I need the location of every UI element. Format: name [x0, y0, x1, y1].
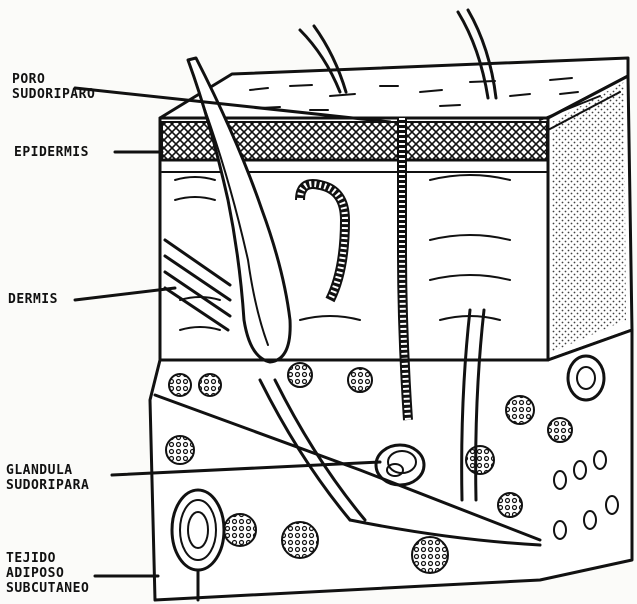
label-poro-line2: SUDORIPARO — [12, 87, 95, 102]
label-tejido-line2: ADIPOSO — [6, 566, 89, 581]
label-tejido-adiposo: TEJIDO ADIPOSO SUBCUTANEO — [6, 551, 89, 596]
label-epidermis: EPIDERMIS — [14, 145, 89, 160]
label-glandula-line1: GLANDULA — [6, 463, 89, 478]
label-dermis: DERMIS — [8, 292, 58, 307]
label-poro-line1: PORO — [12, 72, 95, 87]
label-glandula-sudoripara: GLANDULA SUDORIPARA — [6, 463, 89, 493]
label-tejido-line3: SUBCUTANEO — [6, 581, 89, 596]
label-poro-sudoriparo: PORO SUDORIPARO — [12, 72, 95, 102]
label-glandula-line2: SUDORIPARA — [6, 478, 89, 493]
label-tejido-line1: TEJIDO — [6, 551, 89, 566]
